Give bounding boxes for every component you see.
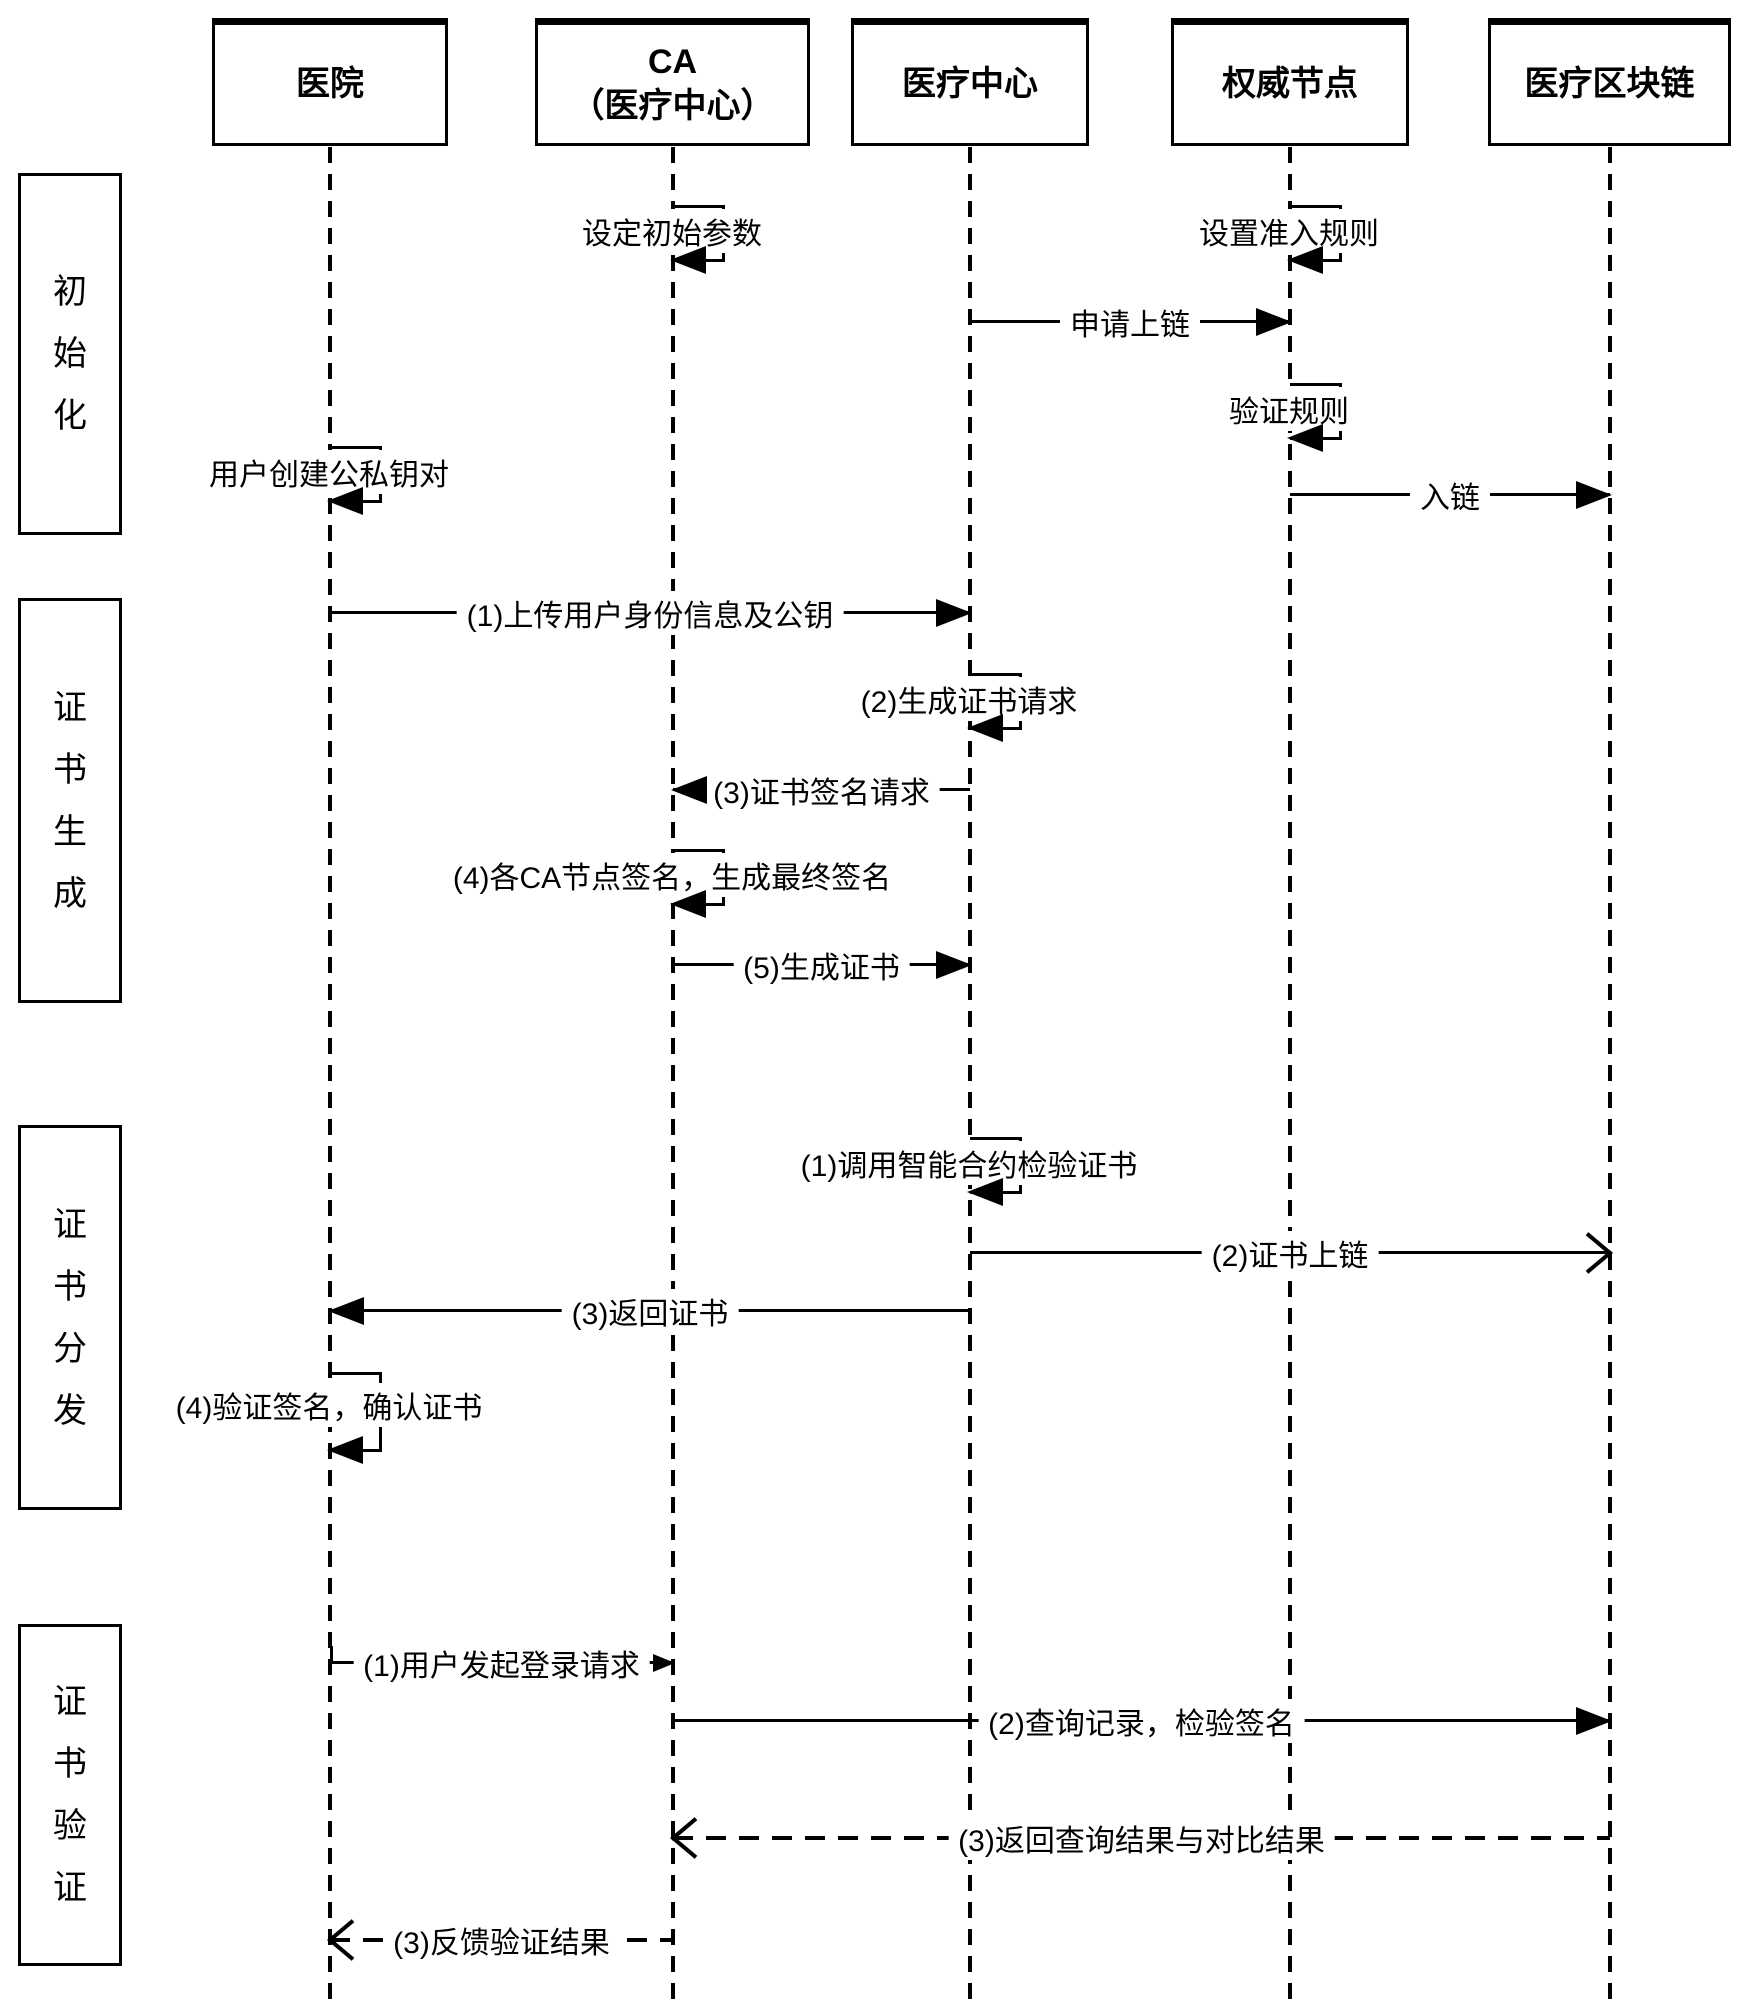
message-generate-certificate: (5)生成证书 [673,943,972,987]
message-label: (3)反馈验证结果 [383,1918,620,1962]
lifeline-hospital [328,147,332,2009]
message-label: (4)各CA节点签名，生成最终签名 [444,853,900,897]
arrowhead-icon [967,714,1003,742]
phase-label-cert-generation: 证书生成 [53,688,87,913]
message-feedback-verification-result: (3)反馈验证结果 [330,1918,673,1962]
message-label: 验证规则 [1221,387,1357,431]
message-label: (5)生成证书 [733,943,910,987]
arrowhead-icon [328,1297,364,1325]
arrowhead-icon [936,951,972,979]
message-cert-onchain: (2)证书上链 [970,1231,1610,1275]
arrowhead-icon [967,1178,1003,1206]
phase-box-cert-distribution: 证书分发 [18,1125,122,1510]
message-return-certificate: (3)返回证书 [328,1289,970,1333]
self-message-smart-contract-check: (1)调用智能合约检验证书 [792,1137,1146,1206]
self-message-verify-signature-confirm: (4)验证签名，确认证书 [167,1372,491,1464]
lifeline-ca [671,147,675,2009]
actor-label-authority-node: 权威节点 [1222,65,1358,103]
message-label: 申请上链 [1060,300,1200,344]
lifeline-authority-node [1288,147,1292,2009]
self-message-set-access-rules: 设置准入规则 [1191,205,1387,274]
message-user-login-request: (1)用户发起登录请求 [330,1641,675,1685]
actor-box-authority-node: 权威节点 [1171,18,1409,146]
message-label: 设置准入规则 [1191,209,1387,253]
arrowhead-icon [671,776,707,804]
message-label: (2)证书上链 [1201,1231,1379,1275]
arrowhead-icon [653,1654,675,1672]
arrowhead-icon [936,599,972,627]
actor-label-hospital: 医院 [296,65,364,103]
message-label: (4)验证签名，确认证书 [167,1383,491,1427]
arrowhead-icon [1576,481,1612,509]
lifeline-medical-blockchain [1608,147,1612,2009]
message-label: (2)生成证书请求 [852,677,1086,721]
message-cert-signing-request: (3)证书签名请求 [671,768,970,812]
arrowhead-icon [1287,246,1323,274]
message-label: (3)返回查询结果与对比结果 [948,1816,1335,1860]
self-message-ca-nodes-sign: (4)各CA节点签名，生成最终签名 [444,849,900,918]
phase-label-initialization: 初始化 [53,273,87,435]
message-label: (1)上传用户身份信息及公钥 [456,591,844,635]
actor-box-ca: CA （医疗中心） [535,18,810,146]
self-message-user-create-keypair: 用户创建公私钥对 [201,446,457,515]
arrowhead-icon [327,487,363,515]
message-label: 设定初始参数 [574,209,770,253]
message-label: (3)证书签名请求 [703,768,940,812]
phase-label-cert-distribution: 证书分发 [53,1205,87,1430]
actor-label-medical-blockchain: 医疗区块链 [1524,65,1695,103]
message-label: 入链 [1410,473,1490,517]
message-label: 用户创建公私钥对 [201,450,457,494]
arrowhead-icon [1256,308,1292,336]
open-arrowhead-icon [328,1922,358,1958]
arrowhead-icon [327,1436,363,1464]
message-apply-onchain: 申请上链 [970,300,1292,344]
arrowhead-icon [670,890,706,918]
message-join-chain: 入链 [1290,473,1612,517]
lifeline-medical-center [968,147,972,2009]
phase-box-initialization: 初始化 [18,173,122,535]
actor-box-medical-center: 医疗中心 [851,18,1089,146]
actor-label-medical-center: 医疗中心 [902,65,1038,103]
arrowhead-icon [1576,1707,1612,1735]
phase-box-cert-verification: 证书验证 [18,1624,122,1966]
self-message-set-initial-params: 设定初始参数 [574,205,770,274]
self-message-generate-cert-request: (2)生成证书请求 [852,673,1086,742]
message-upload-identity-pubkey: (1)上传用户身份信息及公钥 [330,591,972,635]
self-message-verify-rules: 验证规则 [1221,383,1357,452]
phase-box-cert-generation: 证书生成 [18,598,122,1003]
line-start-hook [330,1646,333,1662]
actor-box-medical-blockchain: 医疗区块链 [1488,18,1731,146]
actor-box-hospital: 医院 [212,18,448,146]
message-label: (3)返回证书 [561,1289,739,1333]
arrowhead-icon [670,246,706,274]
message-return-query-compare-results: (3)返回查询结果与对比结果 [673,1816,1610,1860]
phase-label-cert-verification: 证书验证 [53,1683,87,1907]
actor-label-ca: CA （医疗中心） [570,43,775,125]
message-label: (1)调用智能合约检验证书 [792,1141,1146,1185]
message-query-records-check-signature: (2)查询记录，检验签名 [673,1699,1612,1743]
open-arrowhead-icon [1582,1235,1612,1271]
open-arrowhead-icon [671,1820,701,1856]
message-label: (2)查询记录，检验签名 [978,1699,1305,1743]
arrowhead-icon [1287,424,1323,452]
message-label: (1)用户发起登录请求 [353,1641,650,1685]
